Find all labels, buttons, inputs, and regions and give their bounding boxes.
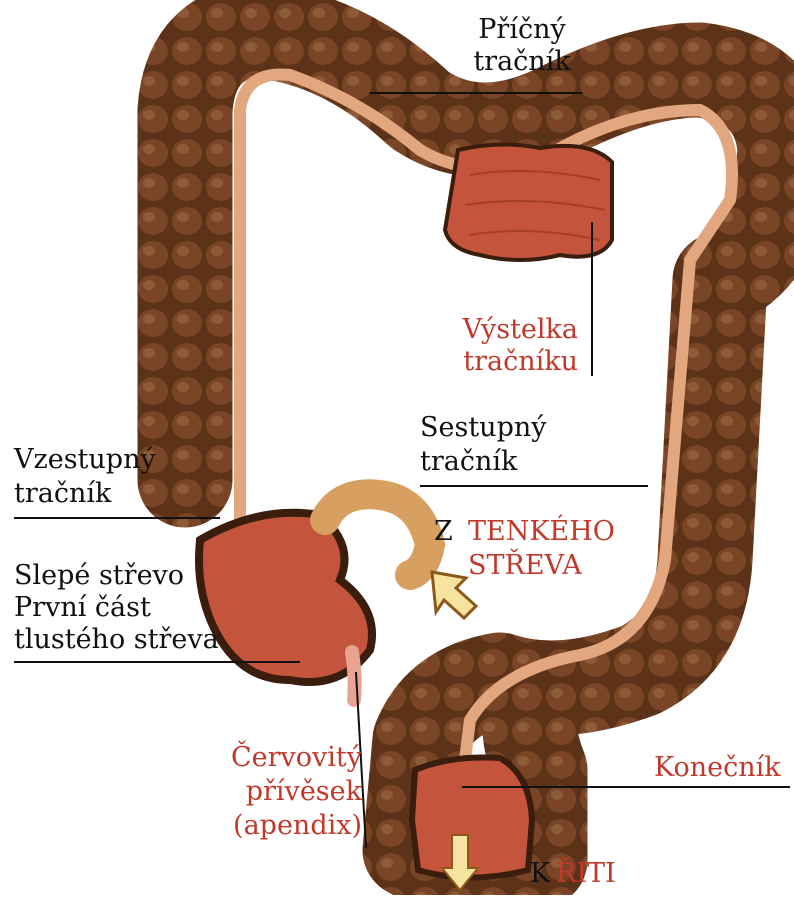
label-anus: ŘITI [556, 858, 616, 890]
label-small-intestine-2: STŘEVA [468, 550, 582, 582]
label-appendix-1: Červovitý [220, 742, 362, 774]
label-to-letter: K [530, 858, 550, 890]
label-ascending-colon-2: tračník [14, 478, 111, 510]
label-small-intestine-1: TENKÉHO [468, 516, 615, 548]
appendix [352, 652, 355, 700]
label-cecum-3: tlustého střeva [14, 624, 219, 656]
label-transverse-colon-2: tračník [472, 46, 572, 78]
label-descending-colon-2: tračník [420, 446, 517, 478]
label-appendix-3: (apendix) [220, 810, 362, 842]
label-cecum-2: První část [14, 592, 151, 624]
label-ascending-colon-1: Vzestupný [14, 444, 156, 476]
label-rectum: Konečník [654, 752, 781, 784]
rectum [412, 758, 532, 878]
transverse-lining [445, 144, 612, 260]
label-transverse-colon-1: Příčný [472, 14, 572, 46]
label-descending-colon-1: Sestupný [420, 412, 547, 444]
label-from-letter: Z [434, 516, 453, 548]
label-cecum-1: Slepé střevo [14, 560, 184, 592]
label-colon-lining-1: Výstelka [440, 314, 578, 346]
label-appendix-2: přívěsek [220, 776, 362, 808]
label-colon-lining-2: tračníku [440, 346, 578, 378]
